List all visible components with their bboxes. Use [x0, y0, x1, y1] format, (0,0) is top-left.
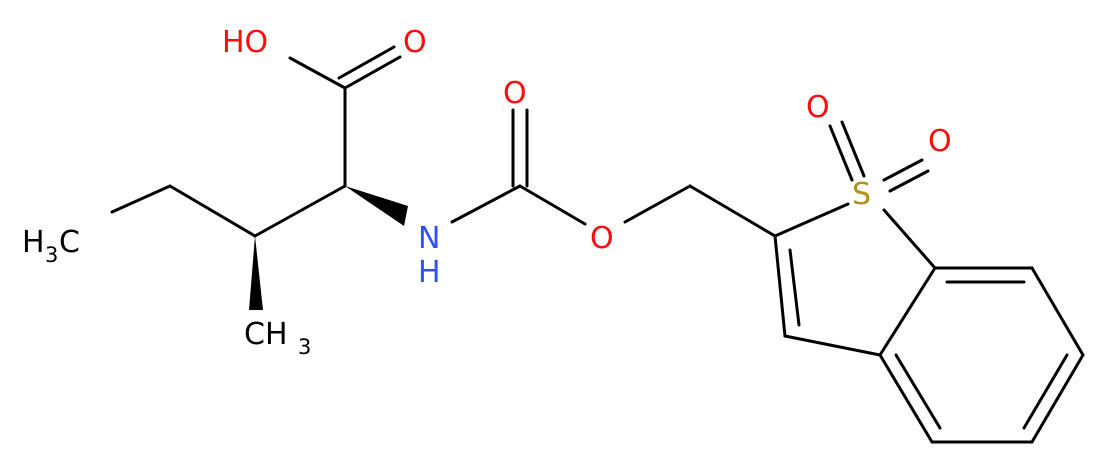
bond-c6-c5-a	[1030, 353, 1085, 444]
bond-c3-c3a	[783, 334, 882, 357]
bond-c2-c3-b	[788, 248, 801, 327]
bond-c4-c3a-a	[878, 353, 934, 444]
svg-text:C: C	[59, 225, 80, 260]
svg-text:3: 3	[298, 335, 311, 359]
sulfonyl-oxygen-1-label: O	[806, 90, 830, 125]
bond-c3-c2	[253, 184, 347, 238]
hydroxyl-label: HO	[222, 25, 268, 60]
sulfur-label: S	[852, 177, 871, 212]
bond-ch2-c3	[168, 184, 257, 238]
bond-cooh-oh	[288, 56, 347, 90]
bond-n-c	[450, 184, 522, 224]
svg-text:H: H	[22, 225, 45, 260]
bond-s-o2-b	[888, 169, 930, 193]
bond-s-o2-a	[882, 158, 924, 182]
wedge-c2-n	[345, 186, 408, 226]
bond-c-o-ester	[518, 184, 587, 226]
bond-cooh-o-double-a	[343, 55, 402, 90]
terminal-methyl-label: H 3 C	[22, 225, 80, 267]
bond-s-o1-a	[828, 124, 854, 182]
ester-oxygen-label: O	[590, 221, 614, 256]
svg-text:3: 3	[45, 243, 58, 267]
branch-methyl-label: CH 3	[244, 317, 311, 359]
acid-carbonyl-oxygen-label: O	[403, 25, 427, 60]
bond-c2-s	[773, 202, 850, 238]
svg-text:CH: CH	[244, 317, 288, 352]
sulfonyl-oxygen-2-label: O	[928, 124, 952, 159]
wedge-c3-ch3	[249, 236, 263, 310]
carbamate-carbonyl-oxygen-label: O	[503, 76, 527, 111]
bond-ch3-ch2	[110, 184, 172, 214]
bond-c4-c3a-b	[894, 353, 942, 430]
bond-o-ch2	[623, 184, 692, 224]
bond-s-o1-b	[840, 120, 866, 178]
bond-ch2-ring	[688, 184, 777, 238]
bond-c6-c5-b	[1022, 353, 1069, 430]
bond-cooh-o-double-b	[337, 45, 396, 80]
amine-nitrogen-label: N	[418, 221, 440, 256]
bond-c7-c6	[1030, 266, 1085, 357]
amine-hydrogen-label: H	[418, 255, 441, 290]
bond-c3a-c7a	[878, 266, 937, 357]
bond-s-c7a	[882, 208, 937, 270]
bond-c2-c3-a	[773, 234, 787, 338]
